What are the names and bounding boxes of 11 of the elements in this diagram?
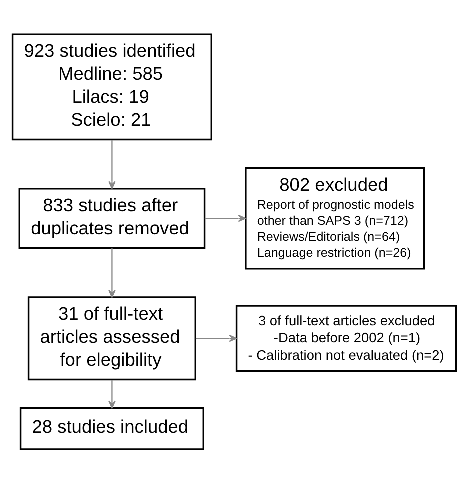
node-box: 3 of full-text articles excluded -Data before 2002 (n=1) - Calibration not evaluated (n=2)	[236, 304, 458, 372]
arrow	[108, 248, 116, 298]
node-box: 802 excluded Report of prognostic models other than SAPS 3 (n=712) Reviews/Editorials (n=64) Language restriction (n=26)	[245, 166, 426, 270]
node-box: 923 studies identified Medline: 585 Lilacs: 19 Scielo: 21	[12, 33, 212, 140]
arrow	[204, 214, 246, 222]
node-box: 28 studies included	[20, 406, 204, 450]
node-box: 31 of full-text articles assessed for elegibility	[28, 296, 196, 380]
arrow	[108, 140, 116, 189]
node-box: 833 studies after duplicates removed	[18, 188, 206, 249]
arrow	[196, 334, 238, 342]
arrow	[108, 380, 116, 408]
